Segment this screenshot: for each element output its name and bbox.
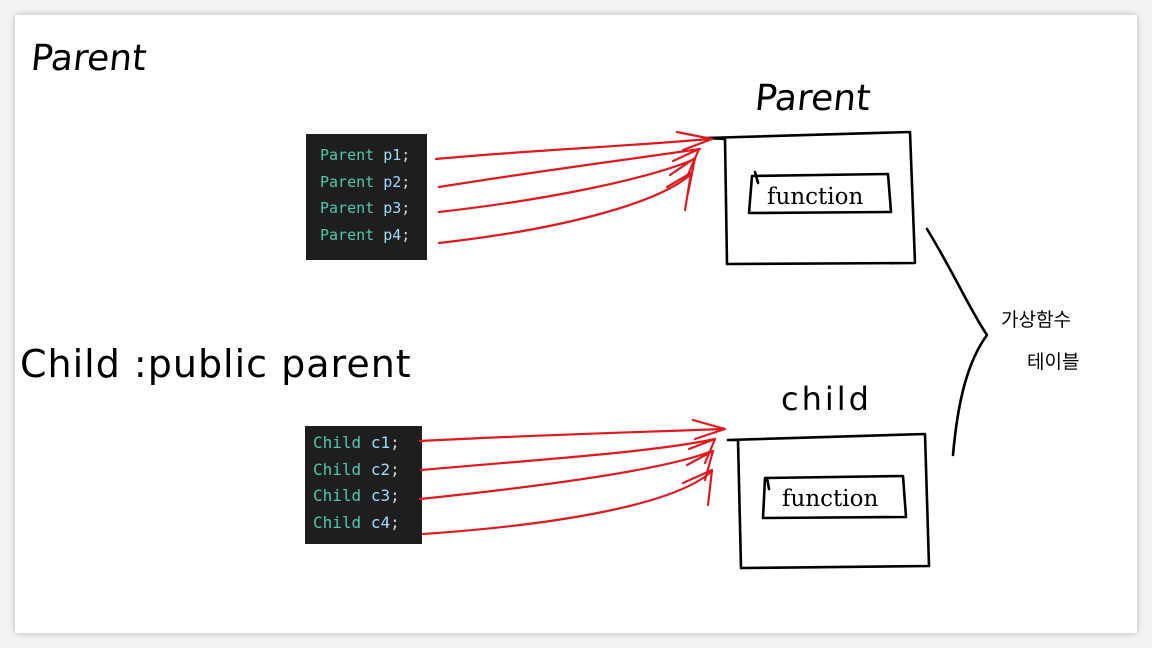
child-heading: Child :public parent — [20, 342, 412, 386]
parent-function-label: function — [767, 184, 864, 210]
child-code-line: Child c3; — [313, 486, 400, 505]
parent-code-line: Parent p3; — [320, 199, 411, 217]
vtable-label-line2: 테이블 — [1027, 351, 1080, 373]
child-code-line: Child c4; — [313, 512, 400, 532]
child-code-line: Child c2; — [313, 459, 400, 479]
arrowhead — [681, 468, 714, 507]
parent-code-line: Parent p4; — [320, 225, 411, 244]
child-outer-box — [726, 432, 931, 570]
arrowhead — [691, 418, 727, 441]
arrow-p3 — [437, 157, 697, 214]
diagram-strokes — [418, 130, 989, 570]
arrowhead — [687, 437, 717, 465]
arrow-p2 — [437, 147, 702, 189]
arrow-c3 — [418, 449, 714, 501]
parent-code-line: Parent p1; — [320, 146, 411, 164]
arrow-p4 — [437, 173, 692, 245]
parent-function-box — [747, 172, 893, 215]
arrowhead — [675, 130, 714, 152]
child-function-label: function — [782, 486, 879, 512]
tick-mark — [753, 170, 760, 185]
arrow-c1 — [418, 427, 724, 443]
vtable-label-line1: 가상함수 — [1001, 309, 1071, 331]
tick-mark — [765, 476, 771, 491]
arrowhead — [685, 449, 715, 482]
arrow-c2 — [419, 437, 717, 472]
child-function-box — [761, 474, 908, 520]
parent-code-line: Parent p2; — [320, 172, 411, 191]
child-code-block: Child c1; Child c2; Child c3; Child c4; — [305, 426, 422, 544]
child-box-title: child — [781, 380, 872, 418]
arrow-c4 — [421, 469, 714, 536]
arrow-p1 — [434, 137, 712, 161]
arrowhead — [671, 147, 701, 179]
child-code-line: Child c1; — [313, 433, 400, 452]
arrowhead — [665, 171, 693, 212]
parent-outer-box — [704, 130, 917, 266]
drawing-canvas: Parent Child :public parent Parent p1; P… — [15, 15, 1137, 633]
parent-code-block: Parent p1; Parent p2; Parent p3; Parent … — [306, 134, 427, 260]
vtable-bracket — [925, 227, 989, 457]
